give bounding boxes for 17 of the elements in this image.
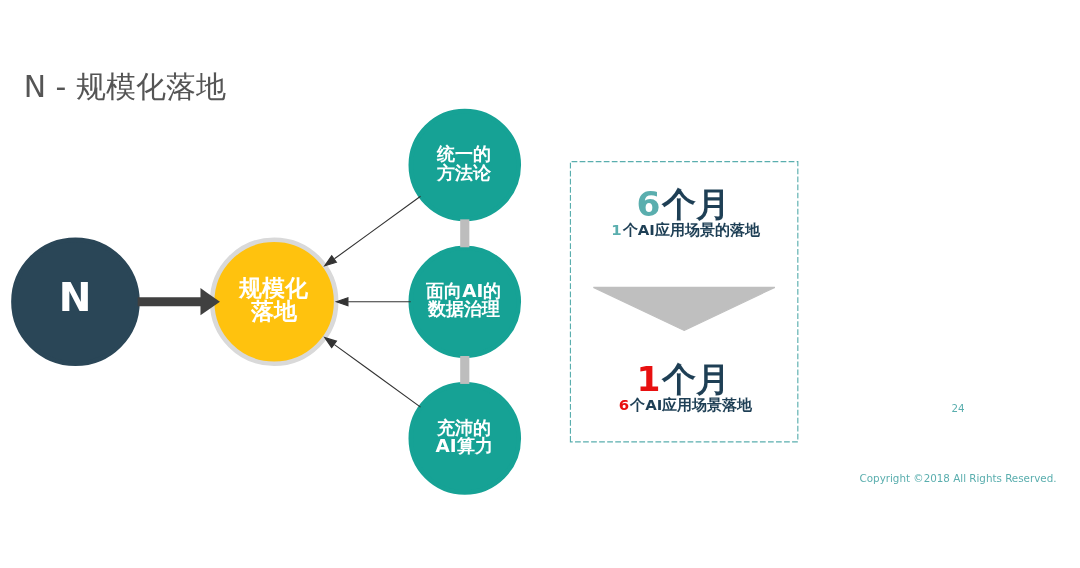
node-circle: 统一的方法论 (408, 108, 522, 221)
connector (460, 355, 470, 384)
label: 24 (951, 401, 965, 414)
label: Copyright ©2018 All Rights Reserved. (859, 471, 1057, 484)
arrow (323, 195, 422, 267)
node-circle: 充沛的AI算力 (408, 381, 522, 495)
cluster (569, 160, 799, 442)
diagram-title: N - 规模化落地 (23, 68, 226, 104)
arrow (323, 336, 422, 408)
node-circle: 面向AI的数据治理 (408, 244, 522, 358)
node-circle: N (11, 236, 140, 366)
node-text: 1个月 6个AI应用场景落地 (618, 358, 753, 414)
node-text: 6个月 1个AI应用场景的落地 (611, 183, 760, 239)
connector (460, 218, 470, 247)
node-triangle (592, 286, 776, 331)
arrow (137, 287, 220, 315)
arrow (334, 296, 412, 307)
